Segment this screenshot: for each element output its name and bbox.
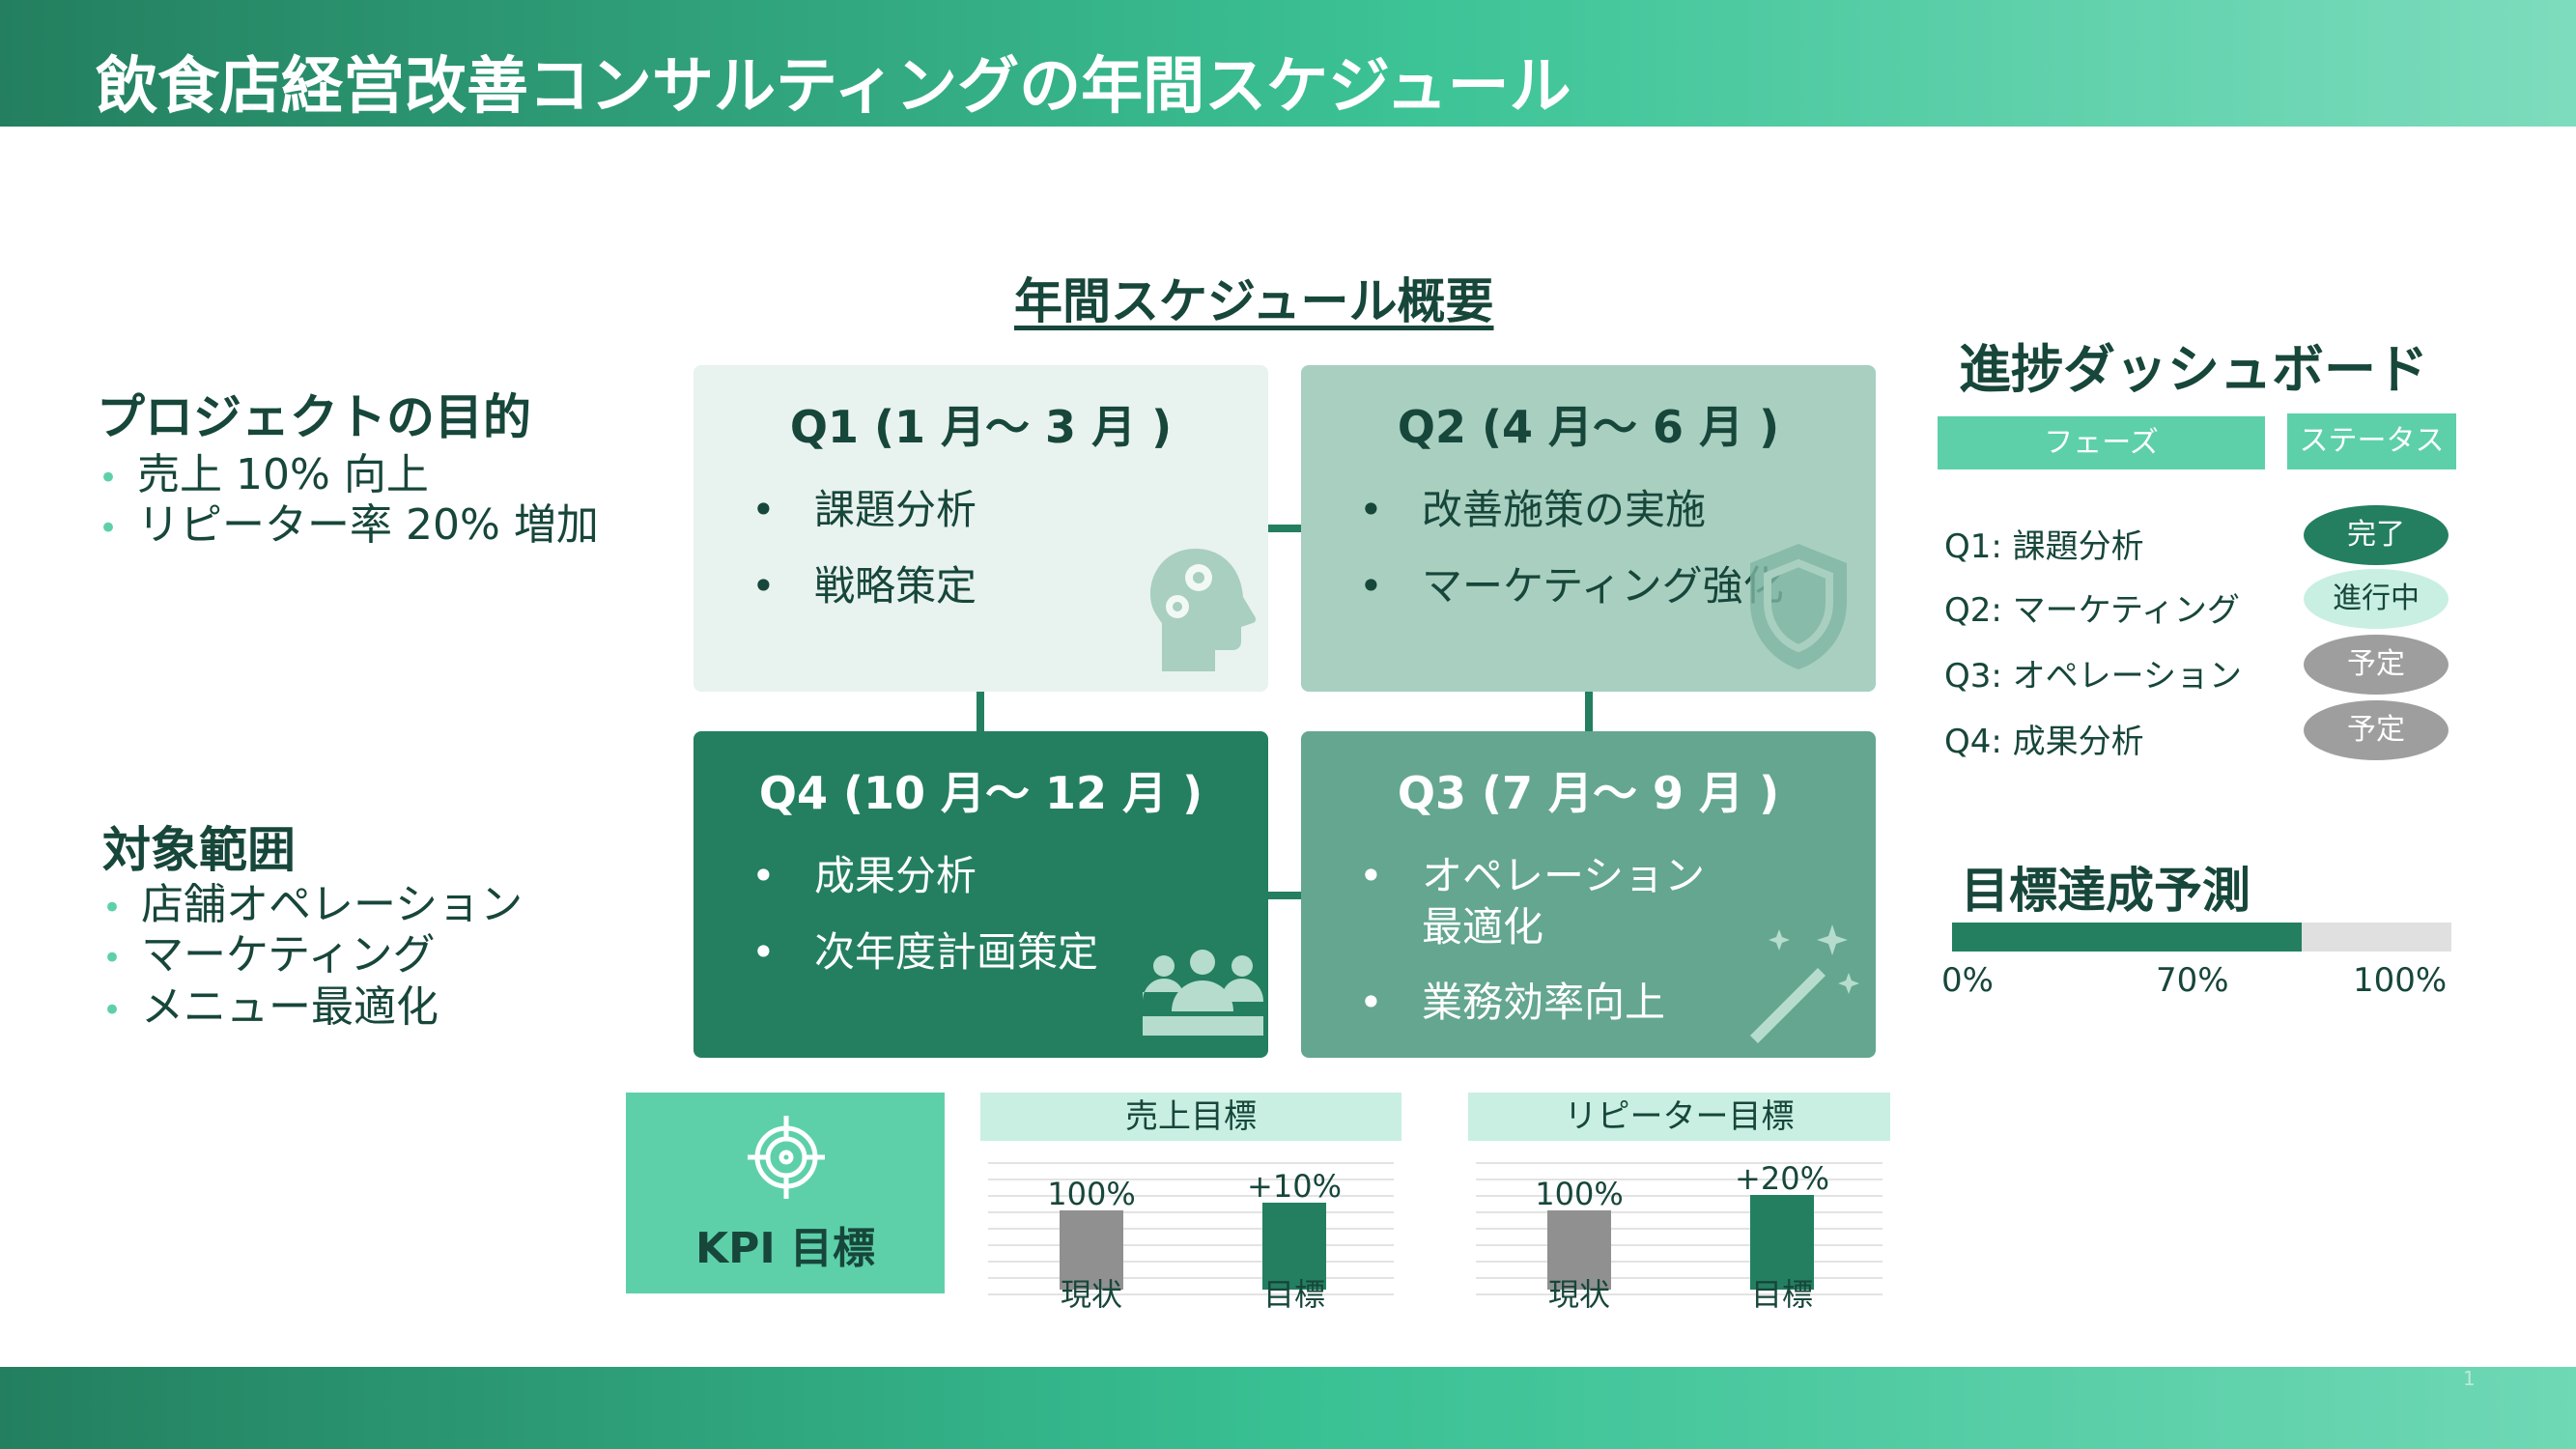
q3-item: •オペレーション 最適化 <box>1359 852 1706 951</box>
connector <box>1268 525 1301 532</box>
gridline <box>988 1228 1394 1230</box>
q1-item: •課題分析 <box>751 486 977 533</box>
bar-target <box>1750 1194 1814 1290</box>
people-group-icon <box>1143 950 1263 1036</box>
category-label: 目標 <box>1262 1276 1326 1313</box>
kpi-box: KPI 目標 <box>626 1093 945 1293</box>
header-band: 飲食店経営改善コンサルティングの年間スケジュール <box>0 0 2576 127</box>
connector <box>1585 692 1593 731</box>
gridline <box>988 1179 1394 1180</box>
connector <box>1268 892 1301 899</box>
status-column-header: ステータス <box>2287 413 2456 469</box>
schedule-heading: 年間スケジュール概要 <box>1014 273 1494 329</box>
phase-row-label: Q2: マーケティング <box>1944 591 2240 630</box>
page-title: 飲食店経営改善コンサルティングの年間スケジュール <box>96 51 1571 123</box>
repeater-target-chart: リピーター目標 100% 現状 +20% 目標 <box>1468 1093 1890 1313</box>
quarter-card-q1: Q1 (1 月～ 3 月 ) •課題分析 •戦略策定 <box>694 365 1268 692</box>
status-pill: 完了 <box>2304 505 2449 565</box>
purpose-heading: プロジェクトの目的 <box>97 389 531 445</box>
q3-title: Q3 (7 月～ 9 月 ) <box>1397 767 1780 819</box>
gridline <box>988 1195 1394 1197</box>
forecast-progress-bar <box>1952 923 2451 952</box>
gridline <box>988 1244 1394 1246</box>
status-pill: 予定 <box>2304 635 2449 695</box>
status-pill: 進行中 <box>2304 569 2449 629</box>
gridline <box>1476 1293 1882 1295</box>
q2-title: Q2 (4 月～ 6 月 ) <box>1397 401 1780 453</box>
bar-target <box>1262 1202 1326 1290</box>
shield-icon <box>1750 544 1847 669</box>
tick-label: 0% <box>1941 961 1994 1000</box>
gridline <box>1476 1228 1882 1230</box>
gridline <box>1476 1211 1882 1213</box>
gridline <box>1476 1195 1882 1197</box>
kpi-label: KPI 目標 <box>694 1224 876 1273</box>
purpose-item: •売上 10% 向上 <box>99 450 429 499</box>
phase-row-label: Q4: 成果分析 <box>1944 723 2144 761</box>
gridline <box>1476 1261 1882 1263</box>
gridline <box>1476 1179 1882 1180</box>
tick-label: 70% <box>2156 961 2229 1000</box>
tick-label: 100% <box>2353 961 2448 1000</box>
q1-title: Q1 (1 月～ 3 月 ) <box>789 401 1173 453</box>
sales-target-chart: 売上目標 100% 現状 +10% 目標 <box>980 1093 1401 1313</box>
data-label: +10% <box>1247 1167 1342 1205</box>
phase-row-label: Q3: オペレーション <box>1944 657 2242 696</box>
q2-item: •マーケティング強化 <box>1359 561 1784 610</box>
q2-item: •改善施策の実施 <box>1359 486 1707 533</box>
q4-title: Q4 (10 月～ 12 月 ) <box>758 767 1203 819</box>
purpose-item: •リピーター率 20% 増加 <box>99 500 599 550</box>
gridline <box>988 1162 1394 1164</box>
data-label: +20% <box>1735 1159 1829 1197</box>
target-icon <box>748 1116 825 1199</box>
scope-item: •メニュー最適化 <box>102 982 439 1032</box>
gridline <box>988 1261 1394 1263</box>
gridline <box>988 1277 1394 1279</box>
phase-row-label: Q1: 課題分析 <box>1944 527 2144 566</box>
gridline <box>988 1211 1394 1213</box>
quarter-card-q2: Q2 (4 月～ 6 月 ) •改善施策の実施 •マーケティング強化 <box>1301 365 1876 692</box>
forecast-progress-fill <box>1952 923 2302 952</box>
footer-band <box>0 1367 2576 1449</box>
category-label: 現状 <box>1547 1276 1611 1313</box>
head-gears-icon <box>1150 549 1257 671</box>
data-label: 100% <box>1047 1176 1136 1212</box>
category-label: 目標 <box>1750 1276 1814 1313</box>
bar-current <box>1060 1210 1123 1290</box>
data-label: 100% <box>1535 1176 1624 1212</box>
q1-item: •戦略策定 <box>751 561 977 610</box>
q4-item: •次年度計画策定 <box>751 927 1099 976</box>
quarter-card-q3: Q3 (7 月～ 9 月 ) •オペレーション 最適化 •業務効率向上 <box>1301 731 1876 1058</box>
q4-item: •成果分析 <box>751 852 977 899</box>
phase-column-header: フェーズ <box>1938 416 2265 469</box>
connector <box>977 692 984 731</box>
chart-title: 売上目標 <box>980 1093 1401 1141</box>
chart-title: リピーター目標 <box>1468 1093 1890 1141</box>
category-label: 現状 <box>1060 1276 1123 1313</box>
page-number: 1 <box>2463 1367 2476 1390</box>
scope-item: •店舗オペレーション <box>102 880 524 929</box>
q3-item: •業務効率向上 <box>1359 979 1666 1026</box>
scope-item: •マーケティング <box>102 930 436 980</box>
forecast-heading: 目標達成予測 <box>1961 863 2250 919</box>
gridline <box>1476 1277 1882 1279</box>
dashboard-heading: 進捗ダッシュボード <box>1959 339 2428 400</box>
gridline <box>988 1293 1394 1295</box>
bar-current <box>1547 1210 1611 1290</box>
gridline <box>1476 1244 1882 1246</box>
status-pill: 予定 <box>2304 700 2449 760</box>
quarter-card-q4: Q4 (10 月～ 12 月 ) •成果分析 •次年度計画策定 <box>694 731 1268 1058</box>
scope-heading: 対象範囲 <box>102 822 296 878</box>
gridline <box>1476 1162 1882 1164</box>
magic-wand-icon <box>1750 924 1859 1043</box>
